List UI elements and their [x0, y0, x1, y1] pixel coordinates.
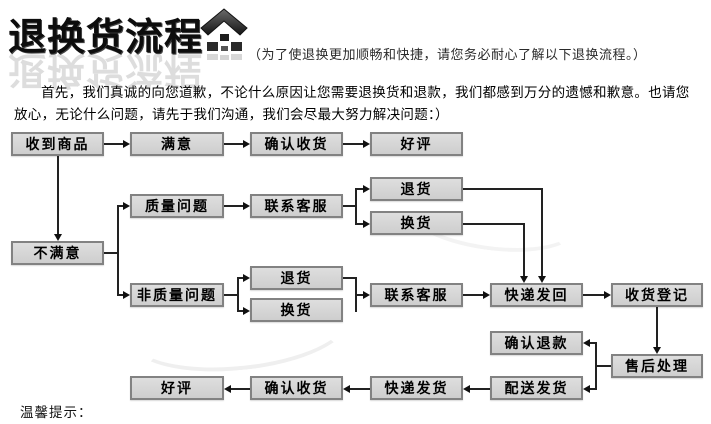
flow-connector-line	[463, 294, 486, 296]
flow-node-confirm-receipt-1: 确认收货	[250, 132, 343, 156]
flow-connector-line	[463, 223, 525, 225]
flow-connector-line	[595, 342, 597, 390]
flow-node-express-send-back: 快递发回	[490, 283, 583, 307]
flow-node-good-review-1: 好评	[370, 132, 463, 156]
flow-connector-line	[357, 188, 366, 190]
flow-connector-line	[656, 307, 658, 350]
flow-arrowhead-icon	[583, 385, 590, 393]
flow-connector-line	[355, 294, 366, 296]
flow-connector-line	[583, 294, 607, 296]
flow-arrowhead-icon	[604, 291, 611, 299]
flow-arrowhead-icon	[54, 234, 62, 241]
flow-node-confirm-refund: 确认退款	[490, 331, 583, 355]
flow-node-unsatisfied: 不满意	[11, 241, 104, 265]
flow-node-express-ship: 快递发货	[370, 376, 463, 400]
flow-connector-line	[587, 342, 595, 344]
flow-arrowhead-icon	[653, 347, 661, 354]
flow-connector-line	[104, 143, 126, 145]
flow-node-non-quality-issue: 非质量问题	[130, 283, 224, 307]
flow-connector-line	[57, 156, 59, 236]
flow-connector-line	[587, 388, 595, 390]
flow-connector-line	[224, 143, 246, 145]
flow-arrowhead-icon	[363, 140, 370, 148]
flow-connector-line	[355, 188, 357, 225]
page-header: 退换货流程 退换货流程	[8, 6, 204, 90]
flow-arrowhead-icon	[343, 385, 350, 393]
page-title: 退换货流程	[8, 17, 204, 59]
flow-node-quality-issue: 质量问题	[130, 194, 224, 218]
flow-node-return-2: 退货	[250, 266, 343, 290]
flow-arrowhead-icon	[520, 276, 528, 283]
flow-arrowhead-icon	[363, 291, 370, 299]
flow-node-receipt-register: 收货登记	[611, 283, 703, 307]
flow-node-confirm-receipt-2: 确认收货	[250, 376, 343, 400]
flow-connector-line	[228, 388, 250, 390]
flow-arrowhead-icon	[363, 220, 370, 228]
flow-connector-line	[343, 143, 366, 145]
flow-connector-line	[237, 277, 239, 312]
flow-connector-line	[596, 365, 611, 367]
flow-connector-line	[463, 188, 543, 190]
flow-node-exchange-2: 换货	[250, 298, 343, 322]
flow-arrowhead-icon	[583, 339, 590, 347]
flow-arrowhead-icon	[243, 140, 250, 148]
flow-arrowhead-icon	[243, 274, 250, 282]
flow-connector-line	[467, 388, 490, 390]
flow-connector-line	[343, 277, 357, 279]
flow-connector-line	[104, 252, 119, 254]
flow-connector-line	[343, 205, 357, 207]
flow-node-aftersales-handling: 售后处理	[611, 354, 703, 378]
flow-node-good-review-2: 好评	[130, 376, 224, 400]
tip-label: 温馨提示：	[20, 405, 93, 420]
flow-arrowhead-icon	[224, 385, 231, 393]
flow-connector-line	[117, 205, 119, 296]
flow-arrowhead-icon	[538, 276, 546, 283]
page-subtitle: （为了使退换更加顺畅和快捷，请您务必耐心了解以下退换流程。）	[248, 47, 647, 62]
flow-connector-line	[239, 310, 246, 312]
flow-arrowhead-icon	[123, 202, 130, 210]
intro-paragraph: 首先，我们真诚的向您道歉，不论什么原因让您需要退换货和退款，我们都感到万分的遗憾…	[14, 85, 690, 122]
flow-node-exchange-1: 换货	[370, 211, 463, 235]
flow-connector-line	[347, 388, 370, 390]
flow-node-satisfied: 满意	[130, 132, 224, 156]
flow-node-contact-service-1: 联系客服	[250, 194, 343, 218]
flow-node-receive-goods: 收到商品	[11, 132, 104, 156]
flow-connector-line	[224, 294, 239, 296]
flow-connector-line	[357, 223, 366, 225]
house-logo-icon	[200, 8, 248, 60]
flow-node-return-1: 退货	[370, 177, 463, 201]
flow-connector-line	[239, 277, 246, 279]
flow-connector-line	[224, 205, 246, 207]
flow-arrowhead-icon	[483, 291, 490, 299]
flow-arrowhead-icon	[243, 307, 250, 315]
flow-arrowhead-icon	[463, 385, 470, 393]
flow-connector-line	[523, 223, 525, 278]
flow-arrowhead-icon	[363, 185, 370, 193]
flow-connector-line	[541, 188, 543, 278]
flow-arrowhead-icon	[123, 140, 130, 148]
flow-node-dispatch-ship: 配送发货	[490, 376, 583, 400]
flow-arrowhead-icon	[123, 291, 130, 299]
flow-node-contact-service-2: 联系客服	[370, 283, 463, 307]
flow-arrowhead-icon	[243, 202, 250, 210]
